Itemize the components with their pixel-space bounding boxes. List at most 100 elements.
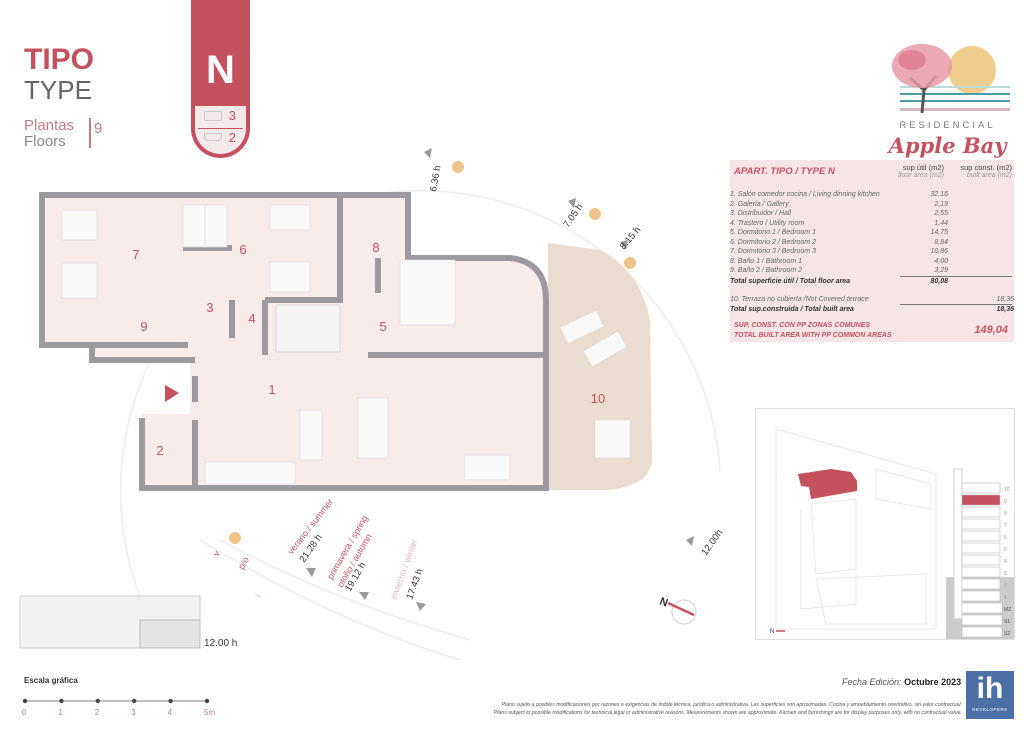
sun-time: 8.15 h bbox=[618, 225, 643, 252]
section-floor-label: 2 bbox=[1004, 583, 1007, 589]
floors-label: Floors bbox=[24, 133, 66, 150]
sun-path-arc bbox=[199, 539, 461, 660]
sun-time: 12.00 h bbox=[204, 638, 237, 649]
room-label-2: 2 bbox=[156, 443, 163, 458]
floor-number: 9 bbox=[94, 120, 103, 137]
brand-line1: RESIDENCIAL bbox=[899, 120, 996, 131]
scale-tick-label: 0 bbox=[22, 708, 27, 717]
section-floor bbox=[961, 590, 1001, 602]
section-floor bbox=[961, 554, 1001, 566]
room-label-5: 5 bbox=[379, 319, 386, 334]
dining-table bbox=[357, 397, 389, 459]
sofa bbox=[464, 454, 511, 481]
type-badge: N 3 2 bbox=[191, 0, 250, 158]
section-floor bbox=[961, 614, 1003, 626]
walls bbox=[39, 192, 549, 491]
section-floor bbox=[961, 566, 1001, 578]
section-floor bbox=[961, 578, 1001, 590]
scale-bar bbox=[22, 698, 210, 704]
room-numbers: 1 2 3 4 5 6 7 8 9 10 bbox=[132, 240, 605, 458]
section-floor-label: 3 bbox=[1004, 571, 1007, 577]
title-tipo: TIPO bbox=[24, 43, 95, 76]
pp-value: 149,04 bbox=[974, 324, 1008, 336]
section-floor bbox=[961, 542, 1001, 554]
section-floor-label: MZ bbox=[1004, 607, 1011, 613]
type-letter: N bbox=[206, 48, 235, 92]
scale-tick-dot bbox=[95, 698, 101, 704]
sun-time: 7.05 h bbox=[561, 202, 585, 230]
disclaimer-en: Plans subject to possible modifications … bbox=[493, 710, 962, 716]
section-floor-label: 6 bbox=[1004, 535, 1007, 541]
sun-time: 6.36 h bbox=[428, 165, 443, 193]
divider bbox=[900, 304, 1012, 305]
brand-line2: Apple Bay bbox=[888, 133, 1007, 158]
scale-tick-dot bbox=[59, 698, 64, 704]
room-label-8: 8 bbox=[372, 240, 379, 255]
scale-tick-label: 4 bbox=[167, 708, 173, 717]
divider bbox=[89, 118, 91, 148]
north-label: N bbox=[658, 596, 670, 610]
section-floor bbox=[961, 626, 1003, 638]
room-label-10: 10 bbox=[591, 391, 605, 406]
scale-tick-dot bbox=[168, 698, 173, 704]
terrace-table bbox=[594, 419, 631, 459]
scale-tick-label: 3 bbox=[131, 708, 136, 717]
section-floor-label: 10 bbox=[1004, 487, 1010, 493]
room-label-9: 9 bbox=[140, 319, 147, 334]
section-floor bbox=[961, 482, 1001, 494]
sun-time: 12.00h bbox=[699, 528, 725, 558]
bedroom-count: 3 bbox=[228, 108, 236, 123]
room-label-6: 6 bbox=[239, 242, 246, 257]
scale-tick-dot bbox=[22, 698, 28, 704]
section-floor-label: 5 bbox=[1004, 547, 1007, 553]
floor-highlight bbox=[961, 494, 1001, 506]
season-v: v bbox=[211, 549, 222, 558]
section-floor bbox=[961, 530, 1001, 542]
scale-tick-label: 5m bbox=[204, 708, 216, 717]
total-floor-row: Total superficie útil / Total floor area… bbox=[730, 278, 948, 285]
rooms-summary: 3 2 bbox=[195, 106, 246, 154]
col-floor-area: sup útil (m2)floor area (m2) bbox=[898, 163, 944, 179]
brand-logo: RESIDENCIAL Apple Bay bbox=[880, 38, 1015, 160]
section-floor bbox=[961, 518, 1001, 530]
plantas-label: Plantas bbox=[24, 117, 75, 134]
divider bbox=[198, 128, 243, 129]
room-label-3: 3 bbox=[206, 300, 213, 315]
table-title: APART. TIPO / TYPE N bbox=[734, 166, 835, 177]
section-floor-label: 8 bbox=[1004, 511, 1007, 517]
section-floor-label: 9 bbox=[1004, 499, 1007, 505]
scale-title: Escala gráfica bbox=[24, 676, 78, 685]
apartment-location-highlight bbox=[798, 469, 857, 499]
section-floor-label: S1 bbox=[1004, 619, 1010, 625]
sun-arrow-icons bbox=[306, 148, 694, 611]
compass-icon bbox=[671, 599, 697, 625]
floor-plan: 1 2 3 4 5 6 7 8 9 10 6.36 h 7.05 h 8.15 … bbox=[19, 148, 725, 660]
site-north-label: N bbox=[770, 629, 774, 635]
scale-tick-label: 2 bbox=[94, 708, 100, 717]
section-floor-label: 1 bbox=[1004, 595, 1007, 601]
section-floor bbox=[961, 602, 1003, 614]
scale-tick-dot bbox=[204, 698, 210, 704]
section-floor-label: S2 bbox=[1004, 631, 1010, 637]
scale-tick-dot bbox=[132, 698, 137, 704]
col-built-area: sup const. (m2)built area (m2) bbox=[960, 163, 1012, 179]
section-floor-label: 4 bbox=[1004, 559, 1007, 565]
entrance-arrow-icon bbox=[165, 385, 179, 402]
furniture bbox=[61, 204, 631, 485]
bathroom-count: 2 bbox=[228, 130, 236, 145]
title-type: TYPE bbox=[24, 75, 92, 105]
table-row: 1. Salón comedor cocina / Living dinning… bbox=[730, 191, 948, 198]
pp-label-es: SUP. CONST. CON PP ZONAS COMUNES bbox=[734, 322, 870, 329]
room-label-4: 4 bbox=[248, 311, 255, 326]
section-floor bbox=[961, 506, 1001, 518]
scale-tick-label: 1 bbox=[58, 708, 63, 717]
